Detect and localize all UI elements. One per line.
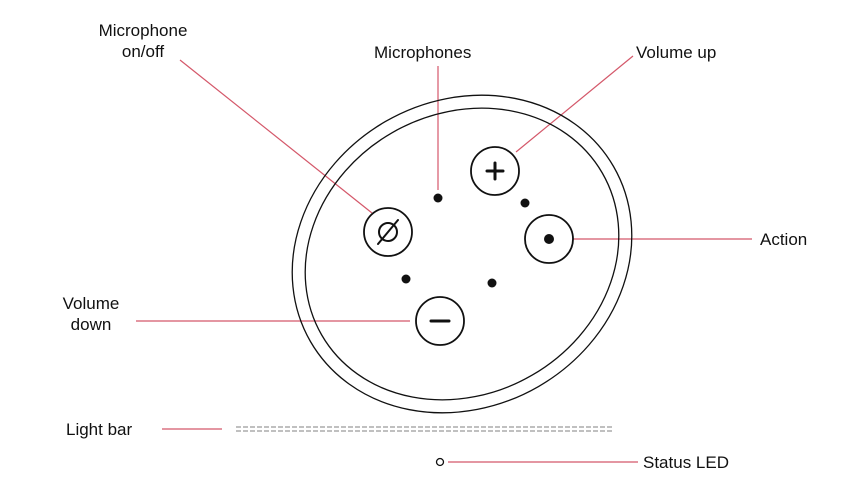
leader-mic-onoff <box>179 59 373 214</box>
light-bar <box>236 426 614 432</box>
leader-lines <box>136 55 752 463</box>
mic-hole <box>487 278 497 288</box>
dot-icon <box>544 234 554 244</box>
label-light-bar: Light bar <box>66 420 133 439</box>
mic-hole <box>520 198 530 208</box>
microphone-holes <box>401 193 530 288</box>
mic-hole <box>433 193 443 203</box>
action-button[interactable] <box>524 214 574 264</box>
outer-ring <box>291 94 633 414</box>
status-led <box>435 457 445 467</box>
leader-volume-up <box>515 55 634 153</box>
label-action: Action <box>760 230 808 249</box>
inner-ring <box>304 107 620 401</box>
mic-off-icon <box>377 219 399 245</box>
label-status-led: Status LED <box>643 453 729 472</box>
label-volume-down: Volume down <box>62 294 120 334</box>
label-volume-up: Volume up <box>636 43 717 62</box>
mic-onoff-button[interactable] <box>363 207 413 257</box>
label-mic-onoff: Microphone on/off <box>98 21 188 61</box>
mic-hole <box>401 274 411 284</box>
volume-up-button[interactable] <box>470 146 520 196</box>
volume-down-button[interactable] <box>415 296 465 346</box>
plus-icon <box>485 161 505 181</box>
label-microphones: Microphones <box>374 43 472 62</box>
device-body <box>291 94 633 414</box>
